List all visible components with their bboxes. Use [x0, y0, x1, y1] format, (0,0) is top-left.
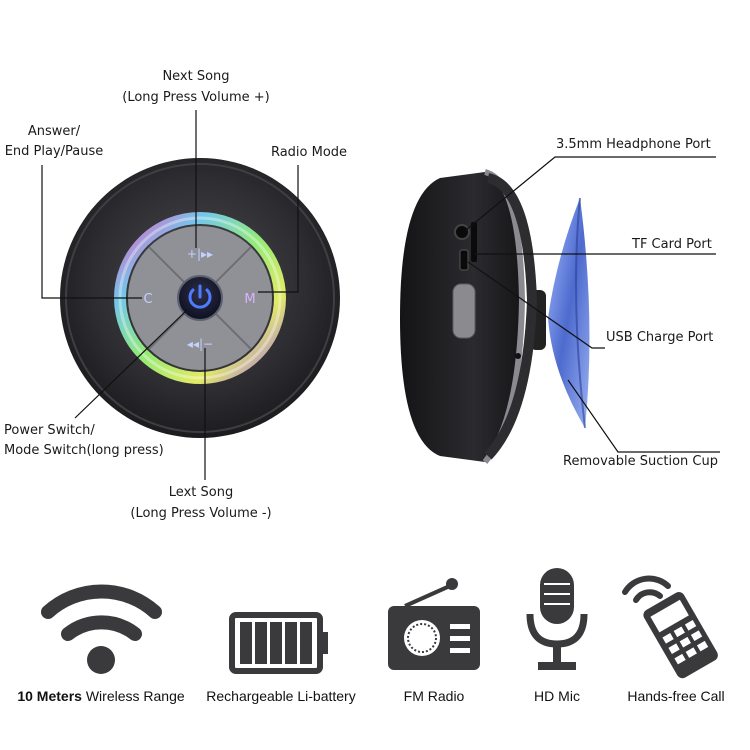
front-leader-lines [41, 110, 299, 480]
radio-icon [388, 578, 480, 670]
feature-handsfree-label: Hands-free Call [627, 688, 725, 704]
microphone-icon [526, 568, 588, 670]
feature-battery-label: Rechargeable Li-battery [206, 688, 356, 704]
usb-port [459, 249, 469, 271]
headphone-port [454, 224, 470, 240]
feature-wireless-range: 10 Meters Wireless Range [17, 688, 184, 704]
speaker-side-view [400, 169, 590, 464]
speaker-front-view: +|▸▸ ◂◂|− C M [60, 158, 340, 438]
lext-song-sublabel: (Long Press Volume -) [130, 506, 272, 521]
next-song-sublabel: (Long Press Volume +) [122, 90, 270, 105]
port-cover [452, 283, 476, 339]
answer-label: Answer/ [27, 124, 81, 139]
headphone-port-label: 3.5mm Headphone Port [556, 137, 711, 152]
usb-charge-port-label: USB Charge Port [606, 330, 714, 345]
power-switch-sublabel: Mode Switch(long press) [4, 443, 164, 458]
side-leader-lines [465, 156, 720, 453]
radio-mode-label: Radio Mode [270, 145, 348, 160]
lext-song-glyph: ◂◂|− [187, 337, 213, 351]
feature-fm-radio: FM Radio [404, 688, 465, 704]
answer-sublabel: End Play/Pause [4, 144, 104, 159]
power-switch-label: Power Switch/ [4, 423, 95, 438]
tf-card-slot [471, 222, 477, 262]
feature-fm-radio-label: FM Radio [403, 688, 465, 704]
next-song-glyph: +|▸▸ [187, 247, 213, 261]
battery-icon [229, 612, 328, 674]
feature-hd-mic-label: HD Mic [534, 688, 580, 704]
feature-wireless-prefix: 10 Meters [17, 688, 82, 704]
feature-handsfree: Hands-free Call [627, 688, 724, 704]
suction-cup-label: Removable Suction Cup [563, 454, 718, 469]
tf-card-port-label: TF Card Port [632, 237, 712, 252]
feature-hd-mic: HD Mic [534, 688, 580, 704]
wifi-icon [41, 584, 162, 674]
cellphone-icon [622, 575, 718, 679]
mode-glyph: M [244, 292, 255, 307]
power-icon [188, 284, 212, 309]
next-song-label: Next Song [162, 69, 230, 84]
feature-wireless-label: Wireless Range [85, 688, 185, 704]
suction-cup [548, 198, 590, 428]
feature-battery: Rechargeable Li-battery [206, 688, 355, 704]
phone-glyph: C [143, 292, 152, 307]
lext-song-label: Lext Song [168, 485, 234, 500]
